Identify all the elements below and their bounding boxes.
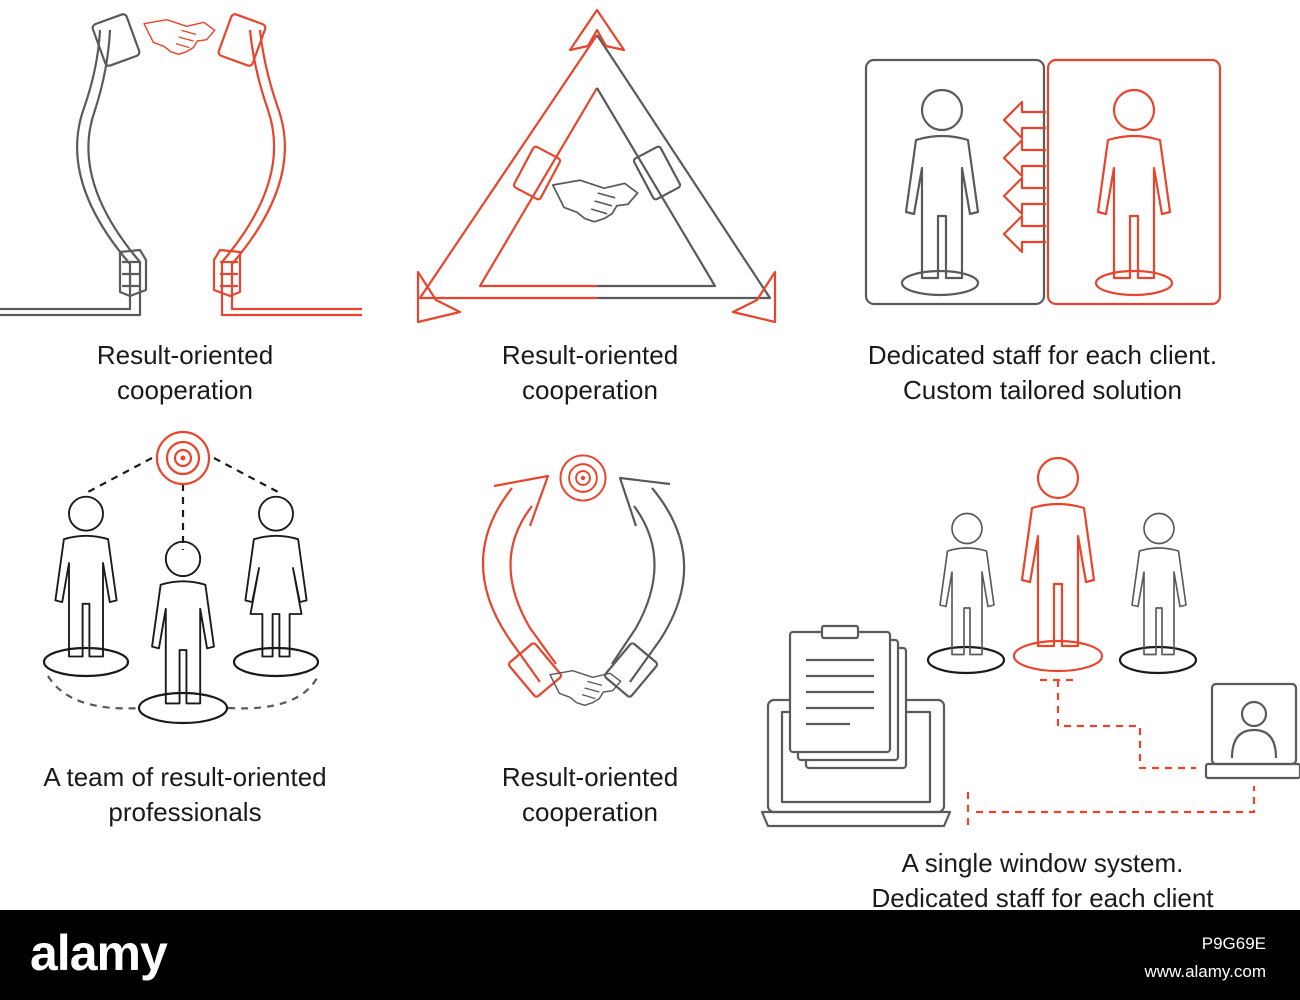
caption-dedicated-staff: Dedicated staff for each client. Custom …	[815, 338, 1270, 408]
infographic-artwork	[0, 8, 1300, 830]
caption-line-1: A team of result-oriented	[43, 762, 327, 792]
caption-line-2: Custom tailored solution	[903, 375, 1182, 405]
caption-line-2: professionals	[108, 797, 262, 827]
caption-line-1: A single window system.	[901, 848, 1184, 878]
caption-single-window-system: A single window system. Dedicated staff …	[815, 846, 1270, 916]
handshake-triangle-icon	[416, 8, 777, 324]
caption-line-1: Dedicated staff for each client.	[867, 340, 1218, 370]
caption-line-2: cooperation	[522, 797, 658, 827]
team-target-icon	[42, 430, 320, 725]
caption-result-oriented-cooperation-3: Result-oriented cooperation	[415, 760, 765, 830]
image-id: P9G69E	[1201, 934, 1266, 953]
single-window-system-icon	[760, 456, 1300, 830]
caption-line-1: Result-oriented	[501, 340, 679, 370]
caption-line-2: cooperation	[522, 375, 658, 405]
caption-line-2: cooperation	[117, 375, 253, 405]
caption-team-professionals: A team of result-oriented professionals	[0, 760, 370, 830]
site-url: www.alamy.com	[1144, 962, 1266, 981]
caption-line-1: Result-oriented	[96, 340, 274, 370]
caption-result-oriented-cooperation-1: Result-oriented cooperation	[10, 338, 360, 408]
caption-line-1: Result-oriented	[501, 762, 679, 792]
handshake-lightbulb-icon	[0, 13, 362, 317]
caption-result-oriented-cooperation-2: Result-oriented cooperation	[415, 338, 765, 408]
alamy-logo: alamy	[30, 925, 168, 981]
handshake-cycle-target-icon	[481, 454, 686, 707]
caption-line-2: Dedicated staff for each client	[871, 883, 1214, 913]
dedicated-staff-icon	[864, 58, 1222, 306]
watermark-footer: alamy P9G69E www.alamy.com	[0, 910, 1300, 1000]
